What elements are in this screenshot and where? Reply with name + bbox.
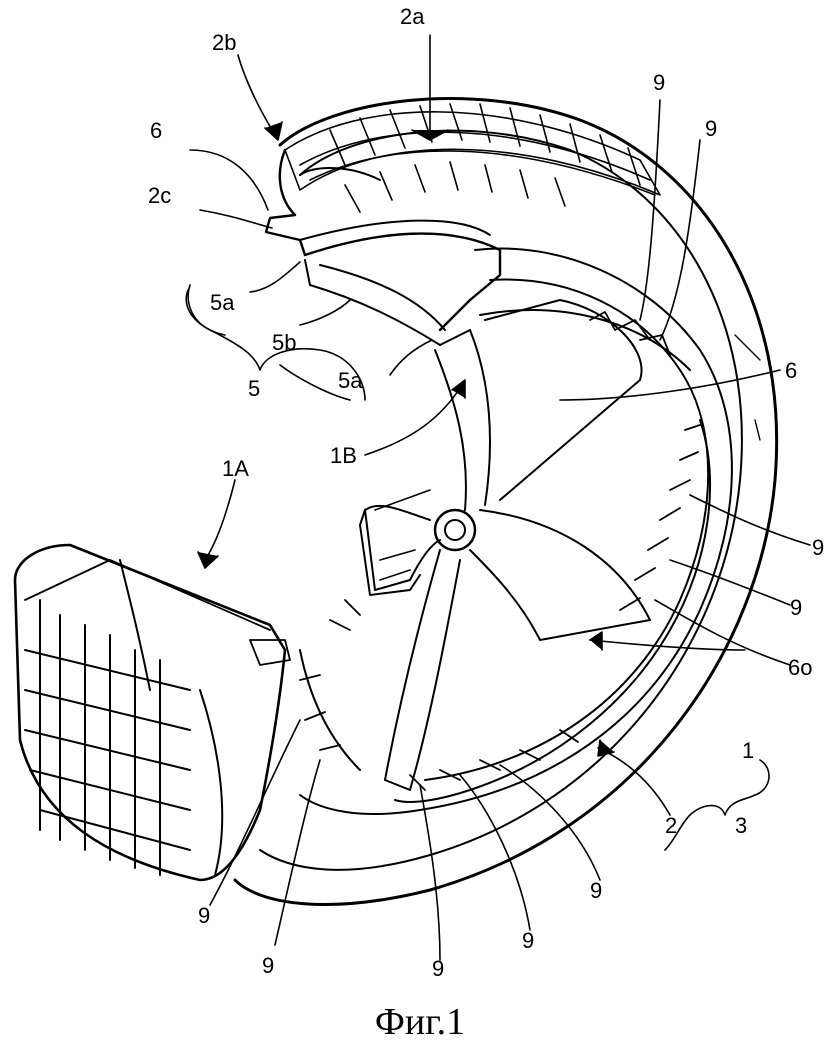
tire-outer-sidewall bbox=[233, 96, 779, 906]
label-9-right-2: 9 bbox=[790, 595, 803, 620]
label-2b: 2b bbox=[212, 30, 237, 55]
label-9-top-2: 9 bbox=[705, 116, 718, 141]
tire-dimension-ticks bbox=[734, 334, 761, 441]
label-9-right-1: 9 bbox=[812, 535, 825, 560]
label-2a: 2a bbox=[400, 4, 425, 29]
tread-pattern-top bbox=[284, 103, 661, 213]
label-5a-left: 5a bbox=[210, 290, 235, 315]
label-9-bottom-5: 9 bbox=[432, 956, 445, 981]
label-2c: 2c bbox=[148, 183, 172, 208]
tire-section-1A bbox=[13, 543, 291, 882]
label-5a-right: 5a bbox=[338, 368, 363, 393]
label-2: 2 bbox=[665, 813, 678, 838]
label-1B: 1B bbox=[330, 443, 357, 468]
label-6-right: 6 bbox=[785, 358, 798, 383]
label-9-bottom-4: 9 bbox=[262, 953, 275, 978]
label-1A: 1A bbox=[222, 456, 249, 481]
figure-caption: Фиг.1 bbox=[374, 1001, 466, 1043]
label-3: 3 bbox=[735, 813, 748, 838]
label-5: 5 bbox=[248, 376, 261, 401]
leader-lines bbox=[185, 34, 811, 961]
label-5b: 5b bbox=[272, 330, 297, 355]
wheel-hub-and-spokes bbox=[359, 299, 651, 791]
braces bbox=[187, 284, 770, 851]
label-6-top: 6 bbox=[150, 118, 163, 143]
label-9-bottom-2: 9 bbox=[198, 903, 211, 928]
label-6o: 6o bbox=[788, 655, 813, 680]
label-9-bottom-3: 9 bbox=[522, 928, 535, 953]
label-1: 1 bbox=[742, 738, 755, 763]
label-9-top-1: 9 bbox=[653, 70, 666, 95]
label-9-bottom-1: 9 bbox=[590, 878, 603, 903]
ribs-9 bbox=[299, 311, 701, 791]
tire-cross-section-top bbox=[264, 148, 502, 346]
